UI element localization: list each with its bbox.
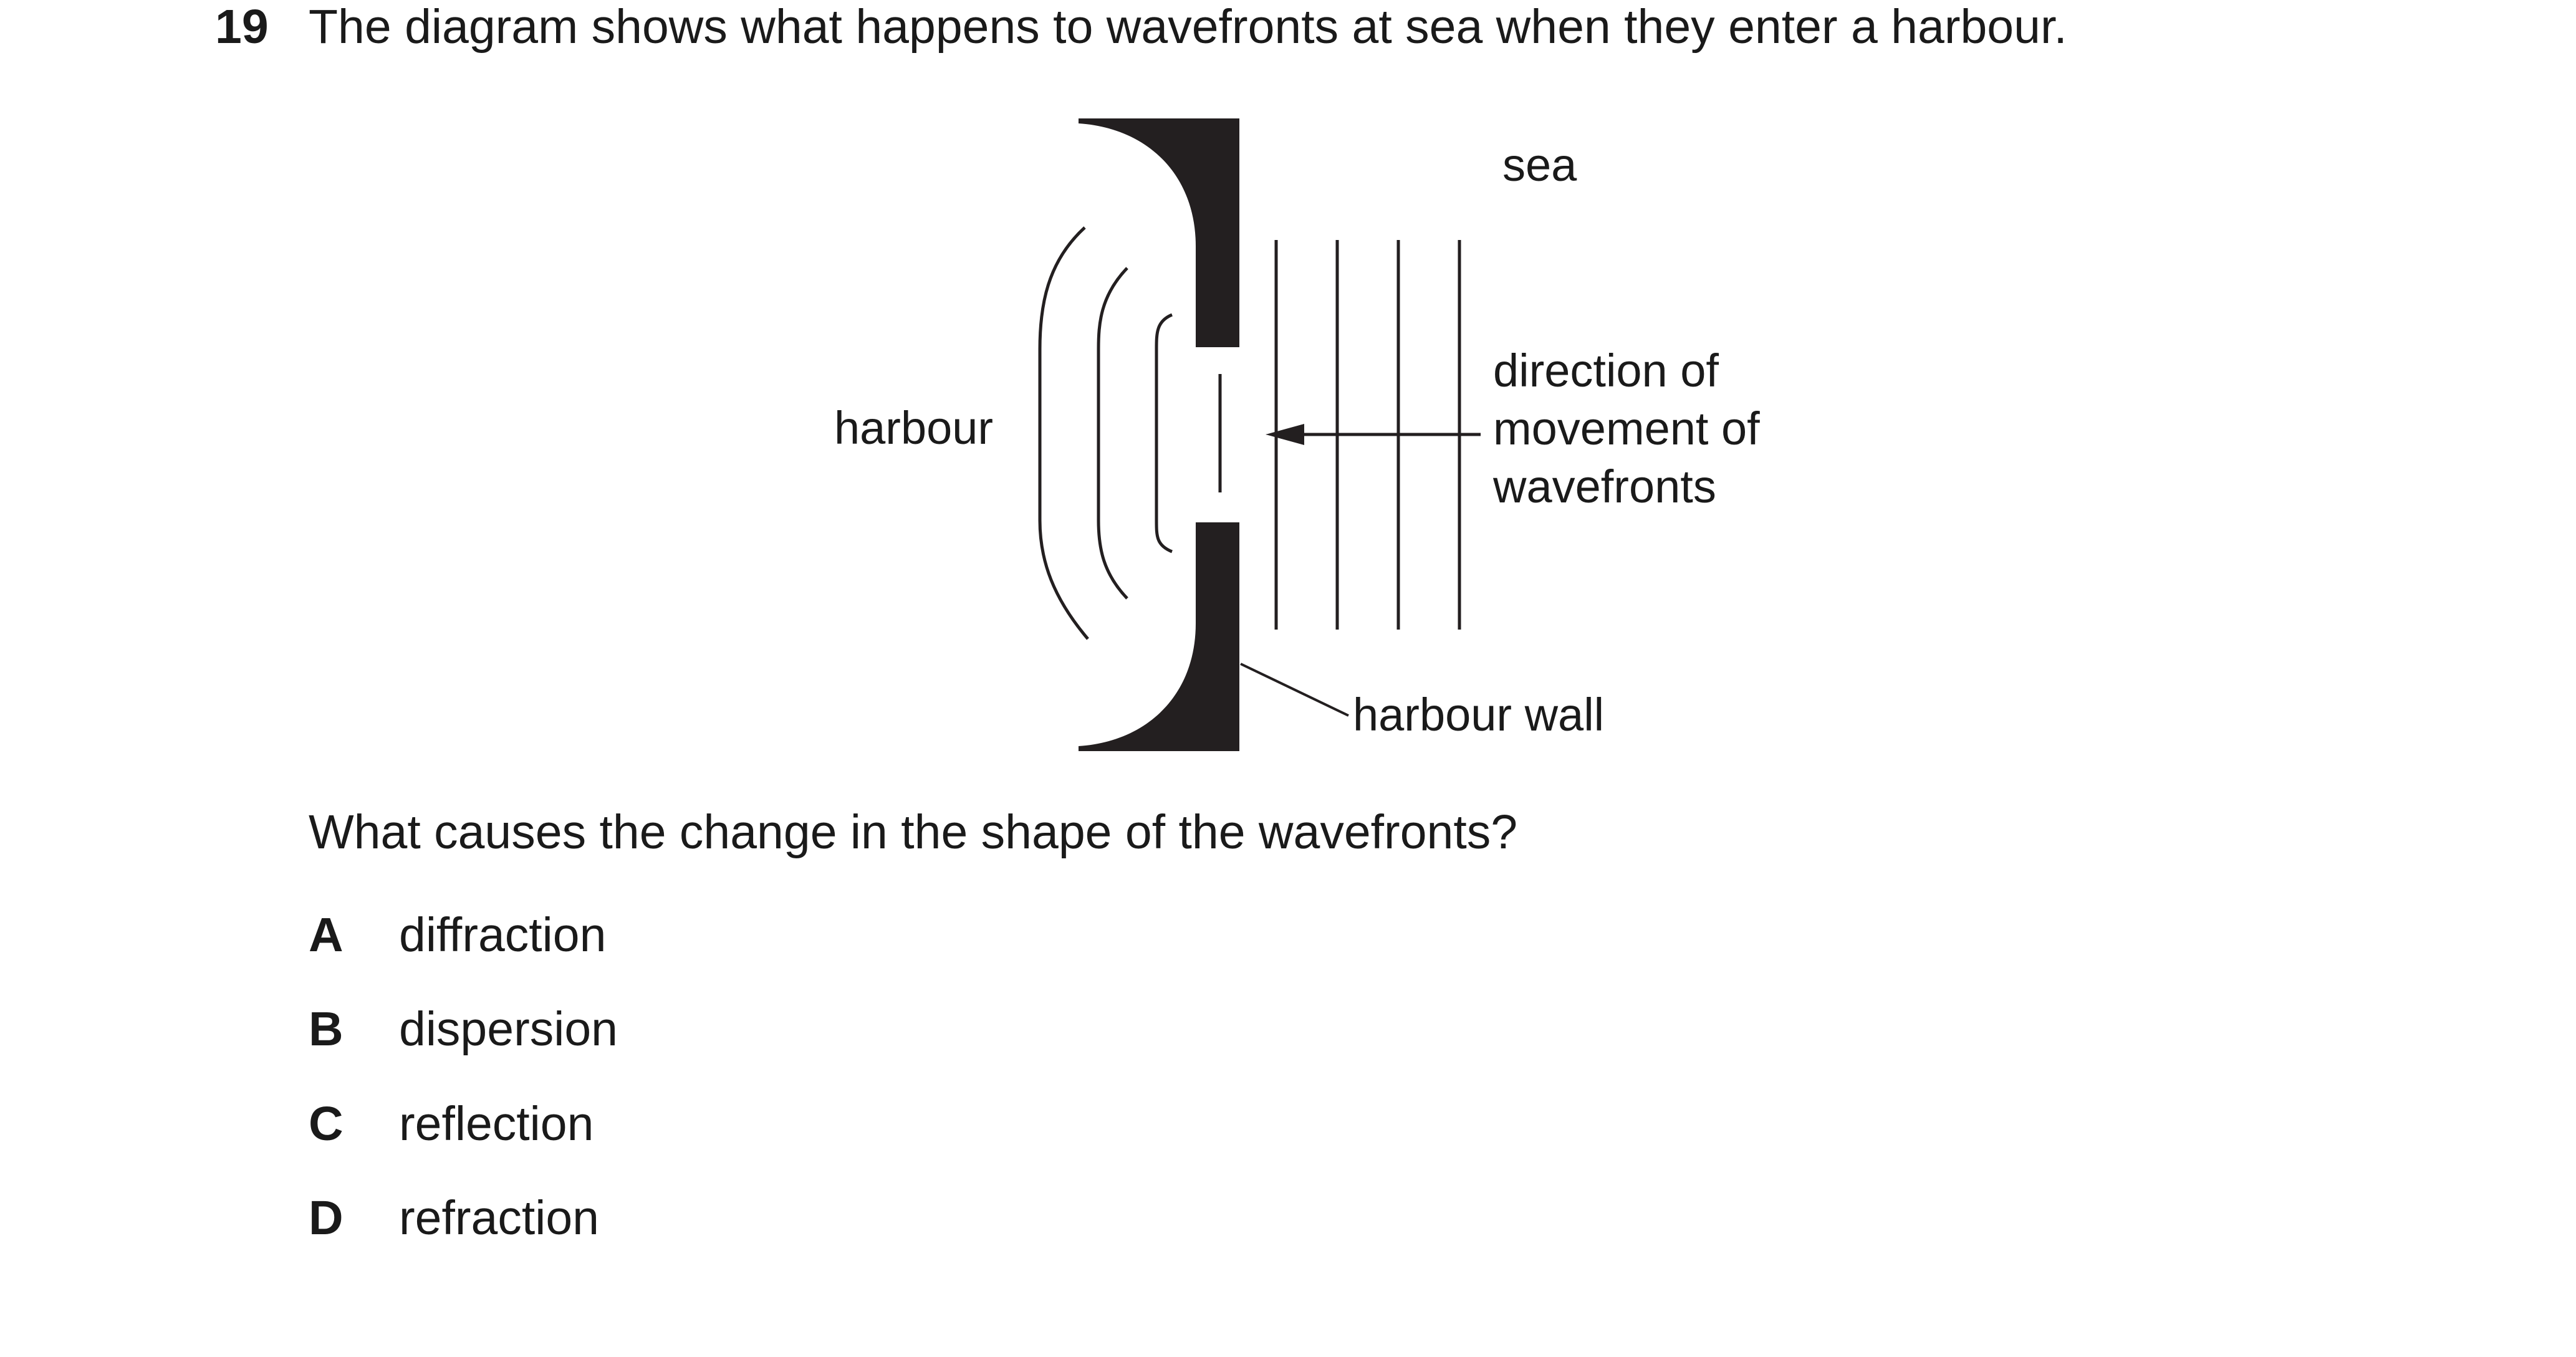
harbour-wavefront-diagram: sea harbour direction of movement of wav… [834, 118, 1760, 751]
option-letter: B [309, 1002, 344, 1056]
label-direction-line3: wavefronts [1492, 461, 1716, 512]
option-text: refraction [399, 1191, 599, 1245]
harbour-wall-top [1079, 118, 1239, 347]
question-number: 19 [215, 0, 269, 54]
harbour-wall-bottom [1079, 522, 1239, 751]
label-sea: sea [1502, 139, 1577, 191]
curved-wavefront [1097, 267, 1128, 600]
option-text: reflection [399, 1097, 594, 1151]
option-text: dispersion [399, 1002, 618, 1056]
curved-wavefront [1155, 313, 1173, 554]
option-text: diffraction [399, 908, 607, 962]
option-letter: C [309, 1097, 344, 1151]
option-letter: D [309, 1191, 344, 1245]
direction-arrow-head [1266, 424, 1304, 445]
option-letter: A [309, 908, 344, 962]
label-harbour: harbour [834, 402, 993, 454]
label-direction-line2: movement of [1493, 403, 1760, 454]
harbour-wall-leader [1240, 663, 1349, 717]
question-prompt: What causes the change in the shape of t… [309, 805, 1518, 859]
question-stem: The diagram shows what happens to wavefr… [309, 0, 2067, 54]
curved-wavefront [1038, 226, 1089, 640]
label-direction-line1: direction of [1493, 345, 1719, 396]
label-harbour-wall: harbour wall [1353, 689, 1604, 741]
curved-wavefronts [1038, 226, 1173, 640]
